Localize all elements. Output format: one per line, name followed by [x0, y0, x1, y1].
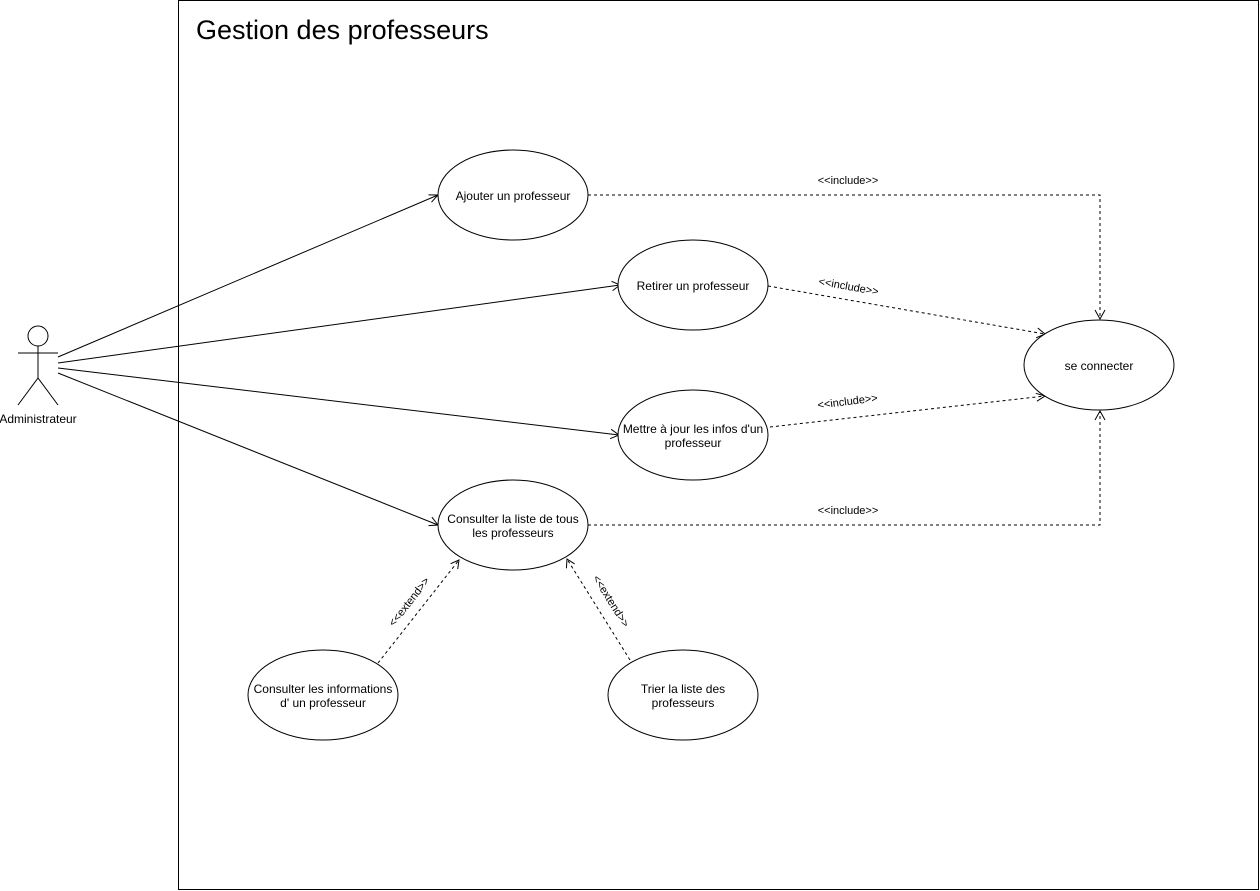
actor-right-leg [37, 377, 59, 406]
use-case-mettre-a-jour-label-line2: professeur [665, 436, 722, 450]
use-case-consulter-liste-label-line1: Consulter la liste de tous [447, 512, 578, 526]
use-case-retirer: Retirer un professeur [617, 239, 769, 331]
actor-left-leg [17, 377, 39, 406]
actor-label: Administrateur [0, 412, 77, 426]
include-consulter-liste: <<include>> [588, 409, 1106, 526]
use-case-ajouter: Ajouter un professeur [437, 149, 589, 241]
use-case-mettre-a-jour: Mettre à jour les infos d'un professeur [617, 389, 769, 481]
use-case-trier: Trier la liste des professeurs [607, 649, 759, 741]
include-label-consulter-liste: <<include>> [818, 505, 879, 517]
use-case-consulter-liste-label-line2: les professeurs [472, 526, 553, 540]
use-case-consulter-infos-label-line1: Consulter les informations [254, 682, 393, 696]
use-case-consulter-liste: Consulter la liste de tous les professeu… [437, 479, 589, 571]
actor-head [27, 325, 49, 347]
use-case-consulter-infos: Consulter les informations d' un profess… [247, 649, 399, 741]
use-case-trier-label-line1: Trier la liste des [641, 682, 725, 696]
use-case-se-connecter-label: se connecter [1065, 359, 1134, 373]
include-label-ajouter: <<include>> [818, 175, 879, 187]
use-case-mettre-a-jour-label-line1: Mettre à jour les infos d'un [623, 422, 763, 436]
use-case-consulter-infos-label-line2: d' un professeur [280, 696, 366, 710]
system-title: Gestion des professeurs [196, 15, 489, 45]
include-ajouter: <<include>> [588, 175, 1106, 321]
actor-administrateur: Administrateur [0, 325, 77, 426]
use-case-ajouter-label: Ajouter un professeur [456, 189, 571, 203]
use-case-trier-label-line2: professeurs [652, 696, 715, 710]
use-case-retirer-label: Retirer un professeur [637, 279, 750, 293]
use-case-se-connecter: se connecter [1023, 319, 1175, 411]
